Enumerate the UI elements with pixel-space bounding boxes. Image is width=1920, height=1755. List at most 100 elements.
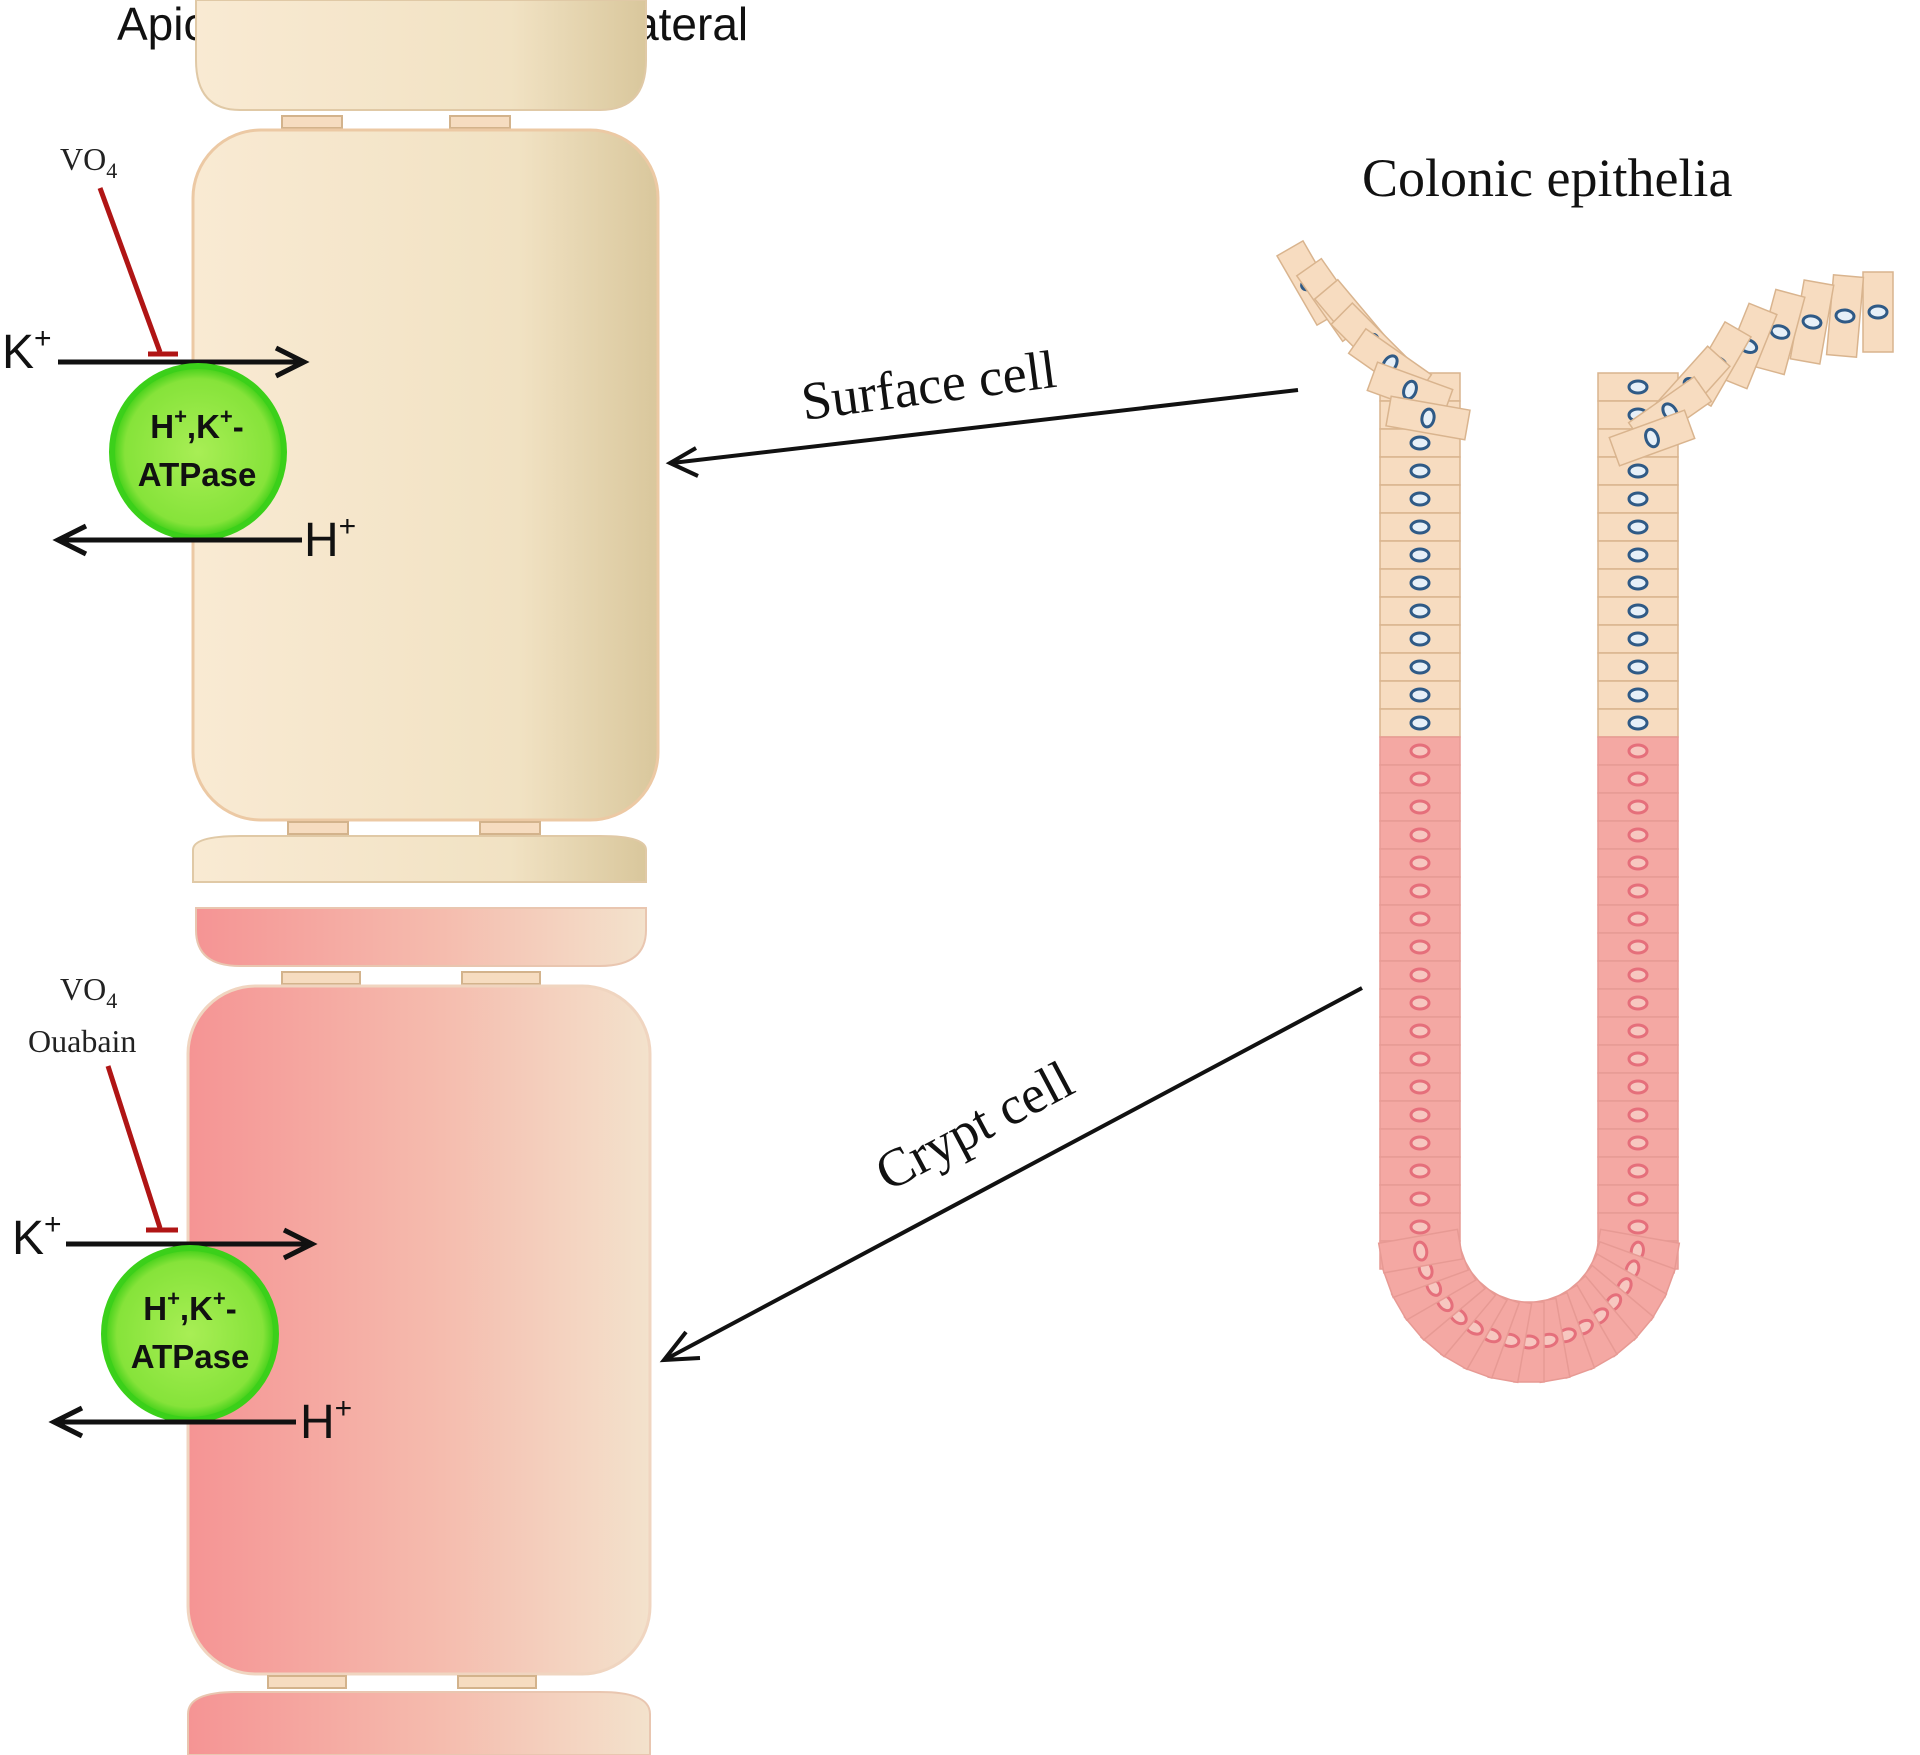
nucleus	[1409, 491, 1431, 507]
nucleus	[1409, 575, 1431, 591]
epithelial-cell	[1379, 484, 1461, 514]
nucleus	[1627, 547, 1649, 563]
epithelial-cell	[1379, 988, 1461, 1018]
nucleus	[1627, 743, 1649, 759]
epithelial-cell	[1597, 1100, 1679, 1130]
surface-cell-bottom-neighbor	[192, 835, 647, 883]
nucleus	[1834, 308, 1856, 324]
epithelial-cell	[1597, 540, 1679, 570]
nucleus	[1409, 1219, 1431, 1235]
nucleus	[1627, 1023, 1649, 1039]
nucleus	[1627, 519, 1649, 535]
nucleus	[1627, 1163, 1649, 1179]
surface-vo4-inhibitor: VO4	[60, 141, 178, 357]
nucleus	[1627, 911, 1649, 927]
nucleus	[1627, 631, 1649, 647]
nucleus	[1627, 1107, 1649, 1123]
epithelial-cell	[1379, 904, 1461, 934]
epithelial-cell	[1379, 876, 1461, 906]
epithelial-cell	[1379, 960, 1461, 990]
epithelial-cell	[1597, 876, 1679, 906]
epithelial-cell	[1608, 409, 1696, 467]
epithelial-cell	[1597, 1128, 1679, 1158]
nucleus	[1409, 967, 1431, 983]
pump-label-line1: H+,K+-	[143, 1286, 237, 1327]
epithelial-cell	[1597, 792, 1679, 822]
epithelial-cell	[1379, 792, 1461, 822]
tight-junction	[449, 115, 511, 129]
epithelial-cell	[1597, 904, 1679, 934]
epithelial-cell	[1597, 764, 1679, 794]
epithelial-cell	[1379, 624, 1461, 654]
crypt-h-k-atpase: H+,K+- ATPase	[101, 1245, 279, 1423]
epithelial-cell	[1379, 848, 1461, 878]
crypt-cell-pointer-arrow	[667, 986, 1363, 1360]
crypt-pointer-arrowhead	[659, 1330, 701, 1363]
nucleus	[1627, 715, 1649, 731]
tight-junction	[281, 115, 343, 129]
epithelial-cell	[1377, 1228, 1464, 1274]
epithelial-cell	[1597, 596, 1679, 626]
nucleus	[1409, 463, 1431, 479]
nucleus	[1627, 1079, 1649, 1095]
epithelial-cell	[1597, 624, 1679, 654]
epithelial-cell	[1379, 1100, 1461, 1130]
nucleus	[1867, 304, 1889, 320]
epithelial-cell	[1379, 708, 1461, 738]
crypt-cell-bottom-neighbor	[187, 1691, 651, 1755]
pump-label-line1: H+,K+-	[150, 404, 244, 445]
nucleus	[1409, 771, 1431, 787]
surface-cell-label: Surface cell	[798, 339, 1060, 432]
nucleus	[1409, 547, 1431, 563]
nucleus	[1409, 519, 1431, 535]
surface-cell-panel	[191, 0, 660, 883]
nucleus	[1409, 603, 1431, 619]
epithelial-cell	[1379, 820, 1461, 850]
epithelial-cell	[1597, 680, 1679, 710]
crypt-vo4-ouabain-inhibitor: VO4 Ouabain	[28, 971, 178, 1233]
nucleus	[1409, 939, 1431, 955]
nucleus	[1627, 687, 1649, 703]
h-arrowhead	[52, 523, 88, 557]
nucleus	[1409, 1191, 1431, 1207]
inhibitor-line	[97, 187, 163, 353]
k-ion-label: K+	[2, 322, 52, 379]
epithelial-cell	[1379, 1184, 1461, 1214]
epithelial-cell	[1597, 988, 1679, 1018]
colonic-crypt-diagram	[1275, 239, 1894, 1384]
tight-junction	[281, 971, 361, 985]
nucleus	[1409, 1051, 1431, 1067]
nucleus	[1409, 1107, 1431, 1123]
nucleus	[1413, 1240, 1429, 1262]
epithelial-cell	[1385, 395, 1471, 441]
nucleus	[1409, 1079, 1431, 1095]
epithelial-cell	[1379, 1128, 1461, 1158]
nucleus	[1644, 427, 1660, 449]
nucleus	[1409, 1023, 1431, 1039]
epithelial-cell	[1379, 932, 1461, 962]
tight-junction	[479, 821, 541, 835]
nucleus	[1409, 631, 1431, 647]
nucleus	[1409, 743, 1431, 759]
tight-junction	[457, 1675, 537, 1689]
epithelial-cell	[1379, 736, 1461, 766]
epithelial-cell	[1597, 652, 1679, 682]
nucleus	[1627, 939, 1649, 955]
epithelial-cell	[1379, 540, 1461, 570]
nucleus	[1409, 659, 1431, 675]
nucleus	[1627, 491, 1649, 507]
epithelial-cell	[1597, 1184, 1679, 1214]
tight-junction	[267, 1675, 347, 1689]
epithelial-cell	[1862, 271, 1894, 353]
nucleus	[1627, 659, 1649, 675]
nucleus	[1409, 435, 1431, 451]
epithelial-cell	[1379, 596, 1461, 626]
epithelial-cell	[1597, 820, 1679, 850]
nucleus	[1627, 1219, 1649, 1235]
epithelial-cell	[1379, 1156, 1461, 1186]
k-arrowhead	[274, 345, 310, 379]
epithelial-cell	[1379, 1016, 1461, 1046]
nucleus	[1627, 771, 1649, 787]
epithelial-cell	[1825, 274, 1865, 358]
pump-circle	[109, 363, 287, 541]
